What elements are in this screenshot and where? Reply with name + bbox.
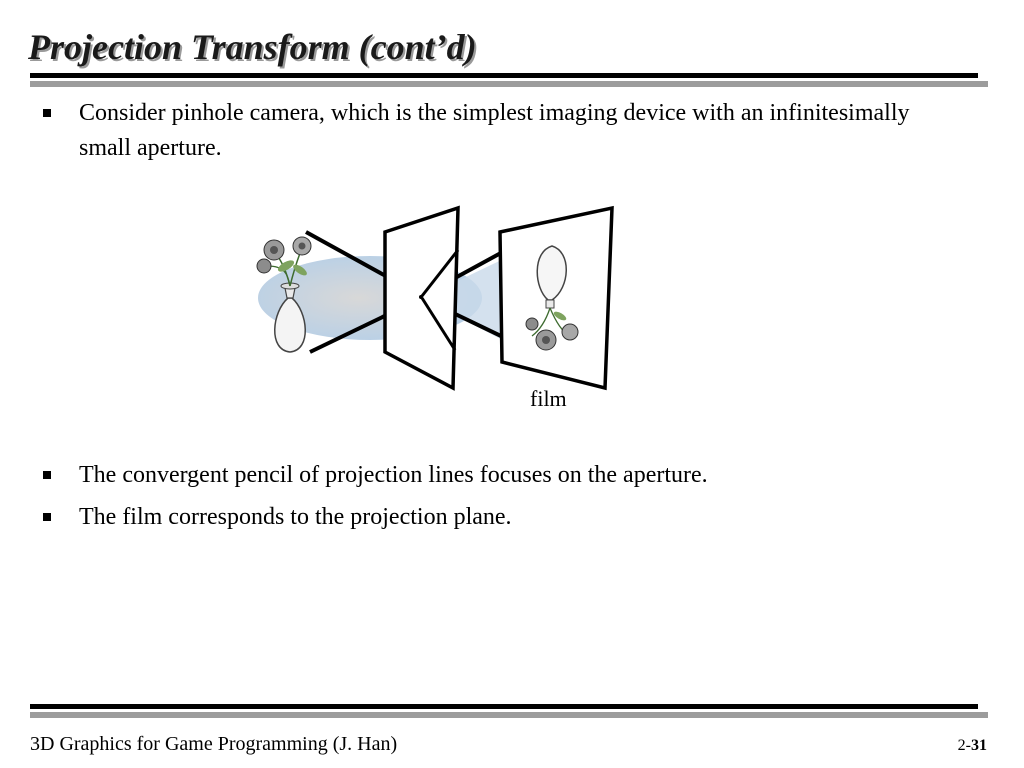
film-label: film <box>530 386 567 411</box>
bullet-square-icon <box>43 471 51 479</box>
bullet-square-icon <box>43 513 51 521</box>
footer-page: 31 <box>971 737 987 754</box>
film-plane <box>498 205 614 391</box>
bullet-text: Consider pinhole camera, which is the si… <box>79 100 910 161</box>
title-rule-black <box>30 73 978 78</box>
bullet-text: The film corresponds to the projection p… <box>79 504 512 530</box>
light-haze-right <box>422 255 512 345</box>
bullet-item: The convergent pencil of projection line… <box>38 458 938 493</box>
footer-rule-gray <box>30 712 988 718</box>
bullet-item: Consider pinhole camera, which is the si… <box>38 96 938 166</box>
footer-course: 3D Graphics for Game Programming (J. Han… <box>30 733 398 755</box>
bullet-square-icon <box>43 109 51 117</box>
inverted-image <box>525 245 579 351</box>
vase-with-flowers <box>256 236 312 353</box>
title-rule-gray <box>30 81 988 87</box>
slide-title: Projection Transform (cont’d) <box>28 27 477 67</box>
footer-rule-black <box>30 704 978 709</box>
bullet-text: The convergent pencil of projection line… <box>79 462 708 488</box>
pinhole <box>419 295 423 299</box>
bullet-item: The film corresponds to the projection p… <box>38 500 938 535</box>
footer-chapter: 2- <box>957 737 971 754</box>
footer-page-number: 2-31 <box>958 737 987 755</box>
pinhole-camera-figure <box>256 205 614 391</box>
